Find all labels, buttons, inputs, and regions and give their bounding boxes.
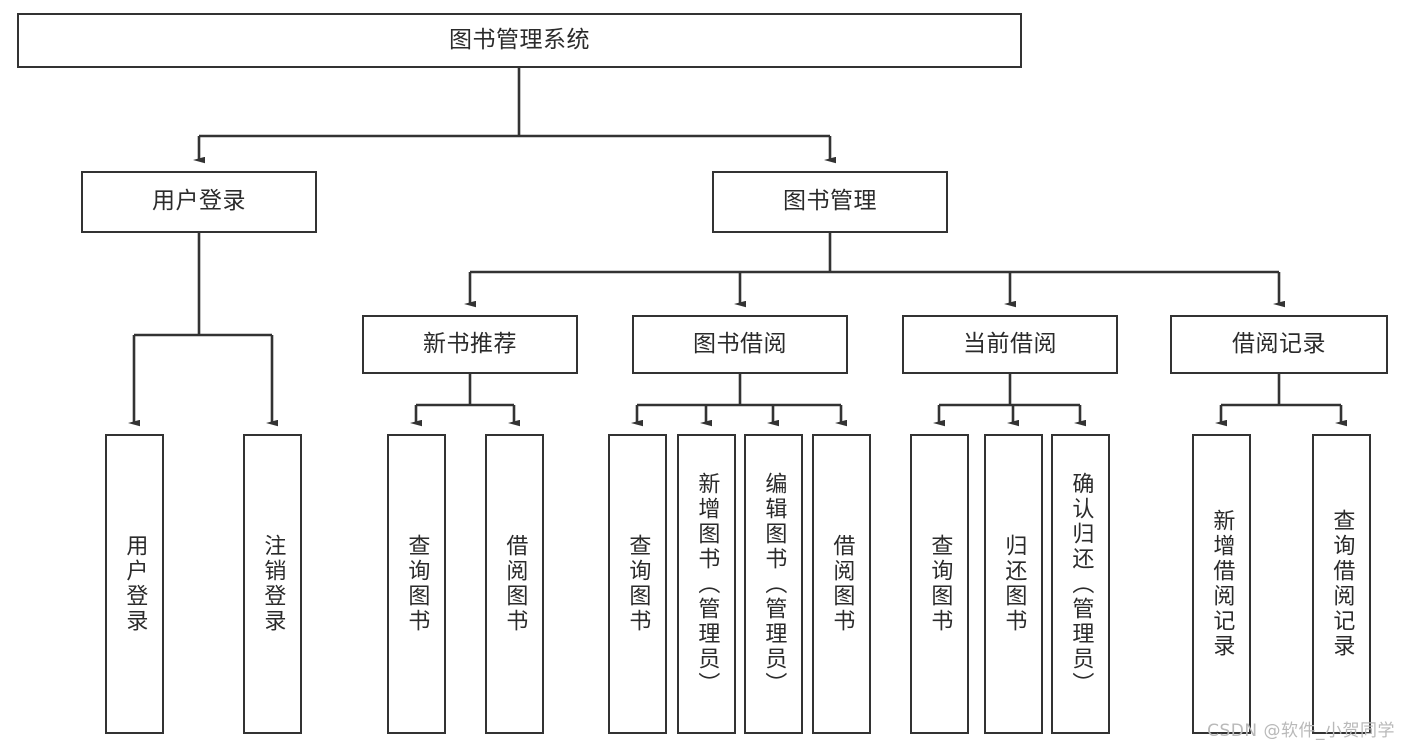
leaf-logout[interactable]: 注销登录 [243,434,302,734]
leaf-add-book-admin[interactable]: 新增图书（管理员） [677,434,736,734]
leaf-edit-book-admin-label: 编辑图书（管理员） [761,471,787,697]
leaf-logout-label: 注销登录 [260,534,286,634]
leaf-current-query-book[interactable]: 查询图书 [910,434,969,734]
node-book-borrow-label: 图书借阅 [693,330,787,357]
leaf-edit-book-admin[interactable]: 编辑图书（管理员） [744,434,803,734]
node-borrow-record[interactable]: 借阅记录 [1170,315,1388,374]
leaf-borrow-query-book[interactable]: 查询图书 [608,434,667,734]
leaf-borrow-book[interactable]: 借阅图书 [812,434,871,734]
leaf-new-book-query[interactable]: 查询图书 [387,434,446,734]
node-user-login[interactable]: 用户登录 [81,171,317,233]
leaf-confirm-return-admin-label: 确认归还（管理员） [1068,471,1094,697]
node-new-book-recommend-label: 新书推荐 [423,330,517,357]
node-book-management-label: 图书管理 [783,188,877,215]
leaf-confirm-return-admin[interactable]: 确认归还（管理员） [1051,434,1110,734]
leaf-new-book-borrow-label: 借阅图书 [502,534,528,634]
node-current-borrow-label: 当前借阅 [963,330,1057,357]
leaf-new-book-query-label: 查询图书 [404,534,430,634]
leaf-borrow-book-label: 借阅图书 [829,534,855,634]
leaf-add-borrow-record[interactable]: 新增借阅记录 [1192,434,1251,734]
leaf-new-book-borrow[interactable]: 借阅图书 [485,434,544,734]
leaf-query-borrow-record[interactable]: 查询借阅记录 [1312,434,1371,734]
node-borrow-record-label: 借阅记录 [1232,330,1326,357]
node-book-management[interactable]: 图书管理 [712,171,948,233]
leaf-user-login-label: 用户登录 [122,534,148,634]
leaf-add-borrow-record-label: 新增借阅记录 [1209,509,1235,659]
leaf-borrow-query-book-label: 查询图书 [625,534,651,634]
leaf-user-login[interactable]: 用户登录 [105,434,164,734]
leaf-return-book[interactable]: 归还图书 [984,434,1043,734]
node-user-login-label: 用户登录 [152,188,246,215]
leaf-add-book-admin-label: 新增图书（管理员） [694,471,720,697]
node-new-book-recommend[interactable]: 新书推荐 [362,315,578,374]
node-root[interactable]: 图书管理系统 [17,13,1022,68]
leaf-current-query-book-label: 查询图书 [927,534,953,634]
leaf-return-book-label: 归还图书 [1001,534,1027,634]
leaf-query-borrow-record-label: 查询借阅记录 [1329,509,1355,659]
node-root-label: 图书管理系统 [449,26,590,53]
node-current-borrow[interactable]: 当前借阅 [902,315,1118,374]
node-book-borrow[interactable]: 图书借阅 [632,315,848,374]
